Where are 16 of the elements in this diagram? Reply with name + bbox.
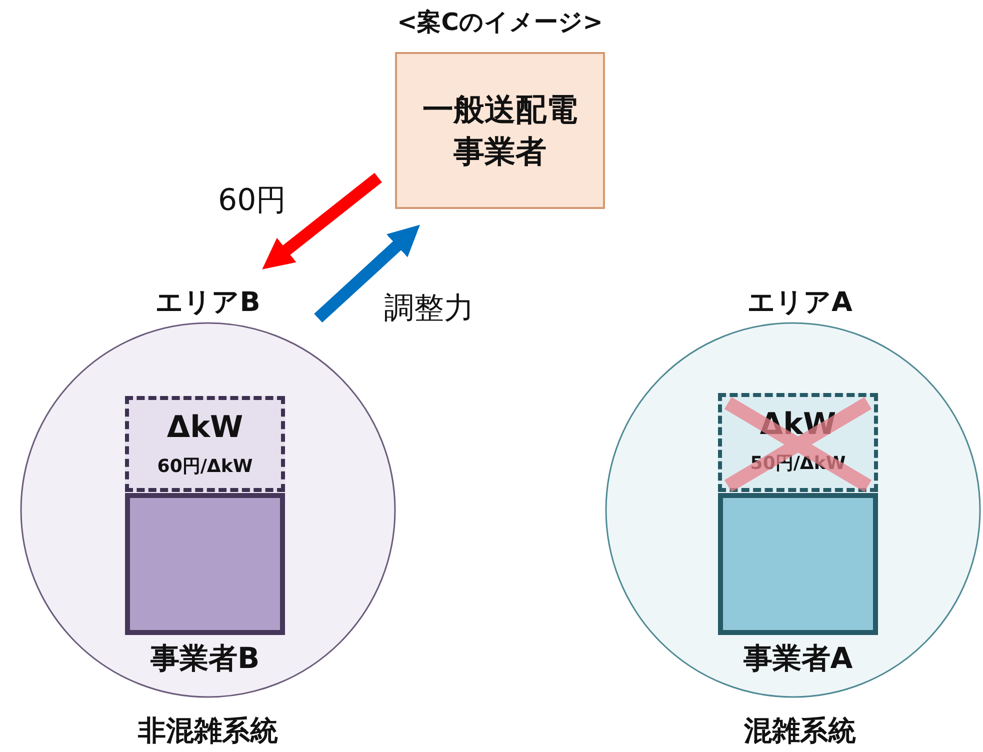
grid-type-label: 非混雑系統 [137, 713, 279, 749]
box [395, 52, 605, 209]
arrow [262, 172, 382, 270]
dashed-box [125, 396, 285, 492]
arrow [314, 224, 420, 323]
quantity-label: ΔkW [166, 410, 244, 445]
grid-type-label: 混雑系統 [742, 713, 857, 749]
operator-label: 事業者A [742, 640, 854, 677]
operator-label: 事業者B [149, 640, 261, 677]
price-label: 60円/ΔkW [156, 455, 254, 478]
diagram-title: <案Cのイメージ> [396, 7, 604, 38]
box-label: 一般送配電事業者 [422, 91, 578, 172]
area-label: エリアA [746, 286, 854, 320]
quantity-label: ΔkW [758, 407, 838, 442]
price-label: 50円/ΔkW [749, 452, 847, 475]
area-label: エリアB [154, 286, 262, 320]
